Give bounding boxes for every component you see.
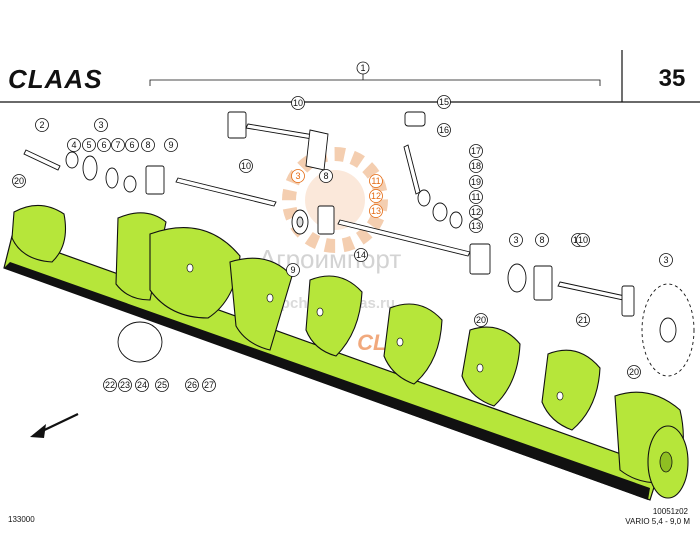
callout-20: 20: [474, 313, 488, 327]
callout-19: 19: [469, 175, 483, 189]
callout-label: 8: [323, 171, 328, 181]
callout-label: 21: [578, 315, 588, 325]
callout-10: 10: [239, 159, 253, 173]
callout-label: 23: [120, 380, 130, 390]
callout-8: 8: [535, 233, 549, 247]
callout-label: 27: [204, 380, 214, 390]
callout-label: 5: [86, 140, 91, 150]
callout-label: 22: [105, 380, 115, 390]
callout-24: 24: [135, 378, 149, 392]
callout-10: 10: [576, 233, 590, 247]
callout-label: 6: [101, 140, 106, 150]
brand-logo: CLAAS: [8, 64, 103, 94]
callout-label: 3: [295, 171, 300, 181]
callout-label: 15: [439, 97, 449, 107]
callout-7: 7: [111, 138, 125, 152]
callout-label: 8: [145, 140, 150, 150]
callout-5: 5: [82, 138, 96, 152]
callout-26: 26: [185, 378, 199, 392]
callout-18: 18: [469, 159, 483, 173]
callout-22: 22: [103, 378, 117, 392]
callout-3: 3: [659, 253, 673, 267]
callout-label: 12: [371, 191, 381, 201]
callout-20: 20: [627, 365, 641, 379]
callout-8: 8: [319, 169, 333, 183]
callout-label: 8: [539, 235, 544, 245]
callouts: 2345676892010103891015161718191112131112…: [12, 95, 673, 392]
callout-13: 13: [369, 204, 383, 218]
callout-label: 3: [98, 120, 103, 130]
callout-3: 3: [291, 169, 305, 183]
callout-label: 17: [471, 146, 481, 156]
callout-label: 2: [39, 120, 44, 130]
hardware-parts: [23, 111, 695, 377]
callout-label: 3: [663, 255, 668, 265]
callout-label: 11: [471, 192, 480, 202]
callout-label: 14: [356, 250, 366, 260]
callout-11: 11: [369, 174, 383, 188]
callout-4: 4: [67, 138, 81, 152]
callout-label: 9: [168, 140, 173, 150]
callout-6: 6: [97, 138, 111, 152]
callout-label: 12: [471, 207, 481, 217]
callout-label: 24: [137, 380, 147, 390]
callout-13: 13: [469, 219, 483, 233]
callout-17: 17: [469, 144, 483, 158]
page-number: 35: [659, 65, 686, 92]
model-label: VARIO 5,4 - 9,0 M: [625, 517, 690, 526]
callout-label: 9: [290, 265, 295, 275]
auger-assembly: [3, 204, 689, 501]
callout-20: 20: [12, 174, 26, 188]
footer: 10051z02 133000 VARIO 5,4 - 9,0 M: [8, 507, 690, 526]
callout-label: 19: [471, 177, 481, 187]
callout-6: 6: [125, 138, 139, 152]
arrow-down-left-icon: [30, 413, 79, 438]
callout-label: 16: [439, 125, 449, 135]
callout-label: 6: [129, 140, 134, 150]
callout-label: 10: [241, 161, 251, 171]
callout-2: 2: [35, 118, 49, 132]
callout-16: 16: [437, 123, 451, 137]
callout-9: 9: [164, 138, 178, 152]
callout-8: 8: [141, 138, 155, 152]
footer-left-code: 133000: [8, 515, 35, 524]
callout-9: 9: [286, 263, 300, 277]
callout-15: 15: [437, 95, 451, 109]
callout-label: 13: [371, 206, 381, 216]
drawing-code: 10051z02: [653, 507, 689, 516]
callout-label: 25: [157, 380, 167, 390]
callout-label: 10: [293, 98, 303, 108]
callout-label: 20: [14, 176, 24, 186]
callout-10: 10: [291, 96, 305, 110]
callout-label: 20: [476, 315, 486, 325]
callout-label: 13: [471, 221, 481, 231]
callout-12: 12: [369, 189, 383, 203]
callout-label: 3: [513, 235, 518, 245]
assembly-callout: 1: [360, 63, 365, 73]
callout-label: 18: [471, 161, 481, 171]
callout-label: 4: [71, 140, 76, 150]
callout-23: 23: [118, 378, 132, 392]
header: CLAAS 35 1: [0, 50, 700, 103]
callout-label: 26: [187, 380, 197, 390]
callout-11: 11: [469, 190, 483, 204]
callout-12: 12: [469, 205, 483, 219]
callout-label: 10: [578, 235, 588, 245]
callout-label: 7: [115, 140, 120, 150]
callout-3: 3: [94, 118, 108, 132]
callout-25: 25: [155, 378, 169, 392]
callout-21: 21: [576, 313, 590, 327]
callout-3: 3: [509, 233, 523, 247]
callout-14: 14: [354, 248, 368, 262]
callout-label: 11: [371, 176, 380, 186]
callout-label: 20: [629, 367, 639, 377]
callout-27: 27: [202, 378, 216, 392]
